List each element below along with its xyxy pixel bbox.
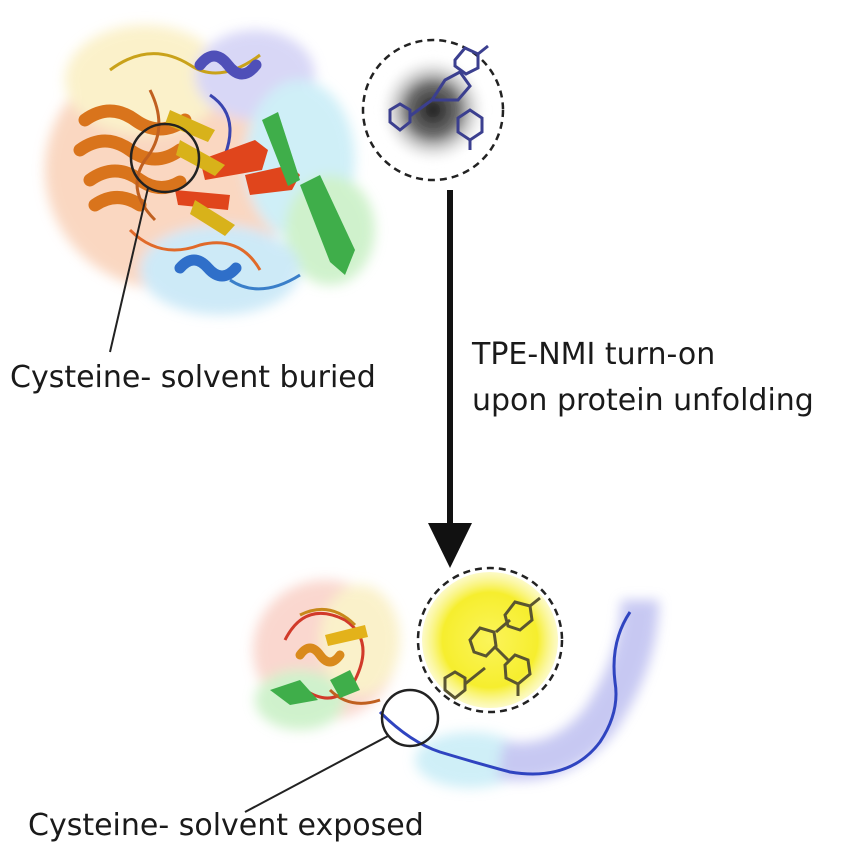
transition-label-line2: upon protein unfolding xyxy=(472,383,814,418)
sheet-yellow-small xyxy=(325,625,368,646)
sheet-green-small xyxy=(270,670,360,705)
transition-arrow xyxy=(428,190,472,568)
exposed-cysteine-label: Cysteine- solvent exposed xyxy=(28,808,424,843)
probe-on xyxy=(416,566,564,714)
probe-off xyxy=(361,38,505,182)
probe-on-circle xyxy=(416,566,564,714)
probe-off-circle xyxy=(361,38,505,182)
unfolded-loops xyxy=(283,607,381,705)
sheet-yellow xyxy=(165,110,235,236)
buried-cysteine-leader xyxy=(109,187,149,353)
transition-label-line1: TPE-NMI turn-on xyxy=(472,337,716,372)
sheet-green xyxy=(262,112,355,275)
folded-protein xyxy=(45,25,375,353)
tpe-nmi-molecule-lit xyxy=(443,596,541,700)
helix-orange-small xyxy=(295,643,345,667)
buried-cysteine-circle xyxy=(129,122,201,194)
exposed-cysteine-leader xyxy=(244,735,389,813)
unfolded-protein xyxy=(244,580,659,813)
tpe-nmi-molecule-dark xyxy=(388,44,489,150)
buried-cysteine-label: Cysteine- solvent buried xyxy=(10,360,376,395)
exposed-cysteine-circle xyxy=(380,688,440,748)
extended-chain xyxy=(378,611,632,776)
helix-blue xyxy=(174,50,262,282)
